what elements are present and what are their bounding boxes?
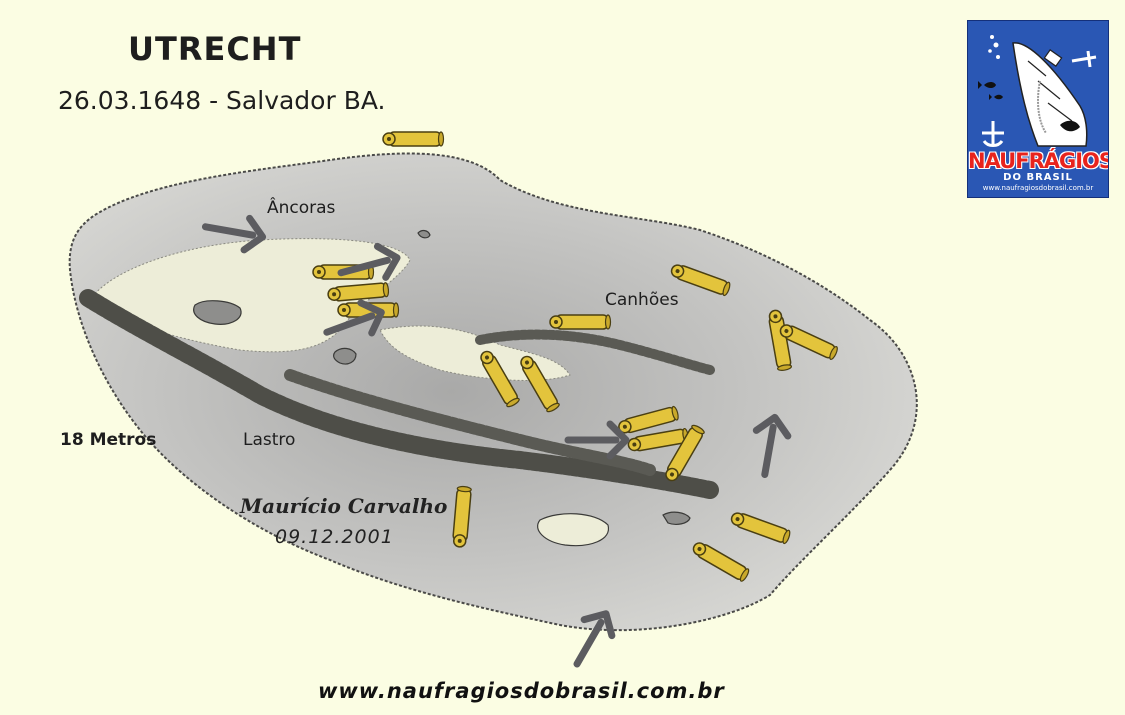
website-url: www.naufragiosdobrasil.com.br — [318, 679, 725, 703]
logo-site: www.naufragiosdobrasil.com.br — [982, 184, 1094, 192]
author-date: 09.12.2001 — [275, 526, 394, 548]
rocks — [193, 229, 691, 547]
logo-subtitle: DO BRASIL — [1003, 172, 1073, 183]
logo-brand: NAUFRÁGIOS — [968, 149, 1109, 173]
ship-icon — [978, 35, 1097, 147]
label-canhoes: Canhões — [605, 290, 679, 310]
depth-label: 18 Metros — [60, 430, 157, 450]
naufragios-logo: NAUFRÁGIOS DO BRASIL www.naufragiosdobra… — [967, 20, 1109, 198]
page-title: UTRECHT — [128, 30, 302, 68]
seabed-area — [68, 152, 918, 632]
label-ancoras: Âncoras — [267, 198, 336, 218]
wreck-date-location: 26.03.1648 - Salvador BA. — [58, 86, 386, 115]
cannon-icon — [549, 314, 612, 330]
author-signature: Maurício Carvalho — [240, 494, 448, 518]
fish-icon — [978, 81, 1003, 100]
label-lastro: Lastro — [243, 430, 296, 450]
ballast-stones — [79, 289, 719, 499]
cannon-icon — [382, 131, 445, 147]
